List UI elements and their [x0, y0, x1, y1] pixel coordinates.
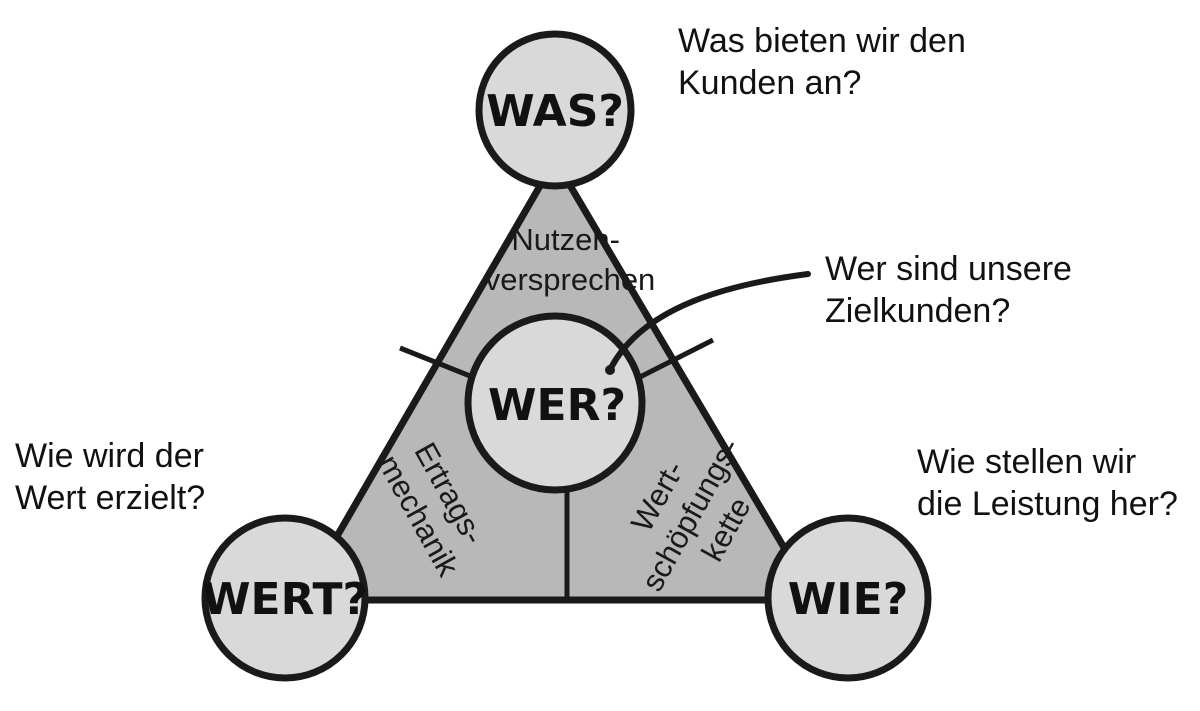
pointer-line — [609, 271, 811, 369]
segment-nutzen-line-2: versprechen — [485, 262, 656, 297]
question-was-line-1: Was bieten wir den — [678, 22, 966, 60]
divider-left — [399, 345, 481, 383]
divider-right — [636, 337, 715, 381]
question-wie-line-1: Wie stellen wir — [917, 443, 1136, 481]
label-wer: WER? — [488, 380, 626, 431]
segment-nutzen-line-1: Nutzen- — [511, 222, 620, 257]
question-wert: Wie wird der Wert erzielt? — [15, 437, 213, 517]
segment-nutzenversprechen: Nutzen- versprechen — [485, 222, 656, 297]
circle-wert — [201, 514, 369, 682]
label-was: WAS? — [486, 86, 624, 137]
question-wie: Wie stellen wir die Leistung her? — [917, 443, 1178, 523]
question-was: Was bieten wir den Kunden an? — [678, 22, 975, 102]
question-wer: Wer sind unsere Zielkunden? — [825, 250, 1081, 330]
label-wert: WERT? — [202, 574, 368, 625]
circle-was — [475, 30, 635, 190]
label-wie: WIE? — [788, 574, 908, 625]
question-wie-line-2: die Leistung her? — [917, 485, 1178, 523]
circle-wie — [764, 514, 932, 682]
question-was-line-2: Kunden an? — [678, 64, 861, 102]
pointer-dot — [605, 365, 615, 375]
question-wer-line-1: Wer sind unsere — [825, 250, 1072, 288]
question-wer-line-2: Zielkunden? — [825, 292, 1010, 330]
question-wert-line-2: Wert erzielt? — [15, 479, 205, 517]
question-wert-line-1: Wie wird der — [15, 437, 204, 475]
circle-wer — [464, 312, 646, 494]
